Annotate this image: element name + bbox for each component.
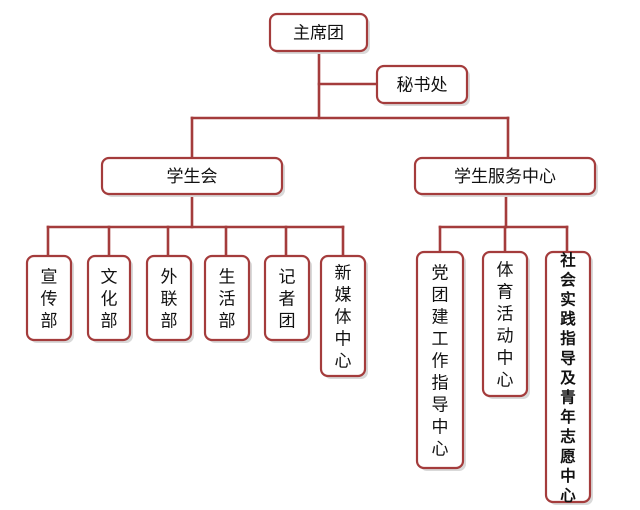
node-student-union-label: 学生会: [167, 167, 218, 187]
node-secretariat: 秘书处: [375, 64, 470, 106]
dept-node-jizhe: 记者团: [263, 254, 312, 343]
dept-node-wailian: 外联部: [145, 254, 194, 343]
dept-node-tiyu: 体育活动中心: [481, 250, 530, 399]
node-presidium-label: 主席团: [293, 24, 344, 44]
dept-node-box: [25, 254, 73, 342]
dept-node-box: [86, 254, 132, 342]
department-nodes: 宣传部 文化部 外联部 生活部 记者团 新媒体中心 党团建工作指导中心 体育活动中心 社会实践指…: [25, 250, 593, 505]
node-secretariat-label: 秘书处: [397, 76, 448, 96]
dept-node-box: [319, 254, 367, 378]
dept-node-label: 生活部: [219, 268, 236, 332]
dept-node-box: [145, 254, 193, 342]
dept-node-wenhua: 文化部: [86, 254, 133, 343]
node-service-center-label: 学生服务中心: [454, 167, 556, 187]
node-student-union: 学生会: [100, 156, 285, 197]
dept-node-label: 党团建工作指导中心: [432, 264, 449, 460]
dept-node-label: 外联部: [161, 268, 178, 332]
connectors: [46, 50, 569, 258]
dept-node-box: [544, 250, 592, 504]
dept-node-label: 宣传部: [41, 268, 58, 332]
dept-node-dangtuan: 党团建工作指导中心: [415, 250, 466, 471]
dept-node-shehui: 社会实践指导及青年志愿中心: [544, 250, 593, 505]
dept-node-shenghuo: 生活部: [203, 254, 252, 343]
dept-node-xinmeiti: 新媒体中心: [319, 254, 368, 379]
dept-node-label: 文化部: [101, 268, 118, 332]
node-presidium: 主席团: [268, 12, 370, 54]
dept-node-box: [415, 250, 465, 470]
dept-node-label: 新媒体中心: [335, 264, 352, 372]
dept-node-label: 社会实践指导及青年志愿中心: [559, 250, 576, 504]
dept-node-box: [481, 250, 529, 398]
dept-node-box: [203, 254, 251, 342]
dept-node-box: [263, 254, 311, 342]
dept-node-label: 体育活动中心: [497, 261, 514, 391]
node-service-center: 学生服务中心: [413, 156, 598, 197]
dept-node-label: 记者团: [279, 268, 296, 332]
dept-node-xuanchuan: 宣传部: [25, 254, 74, 343]
